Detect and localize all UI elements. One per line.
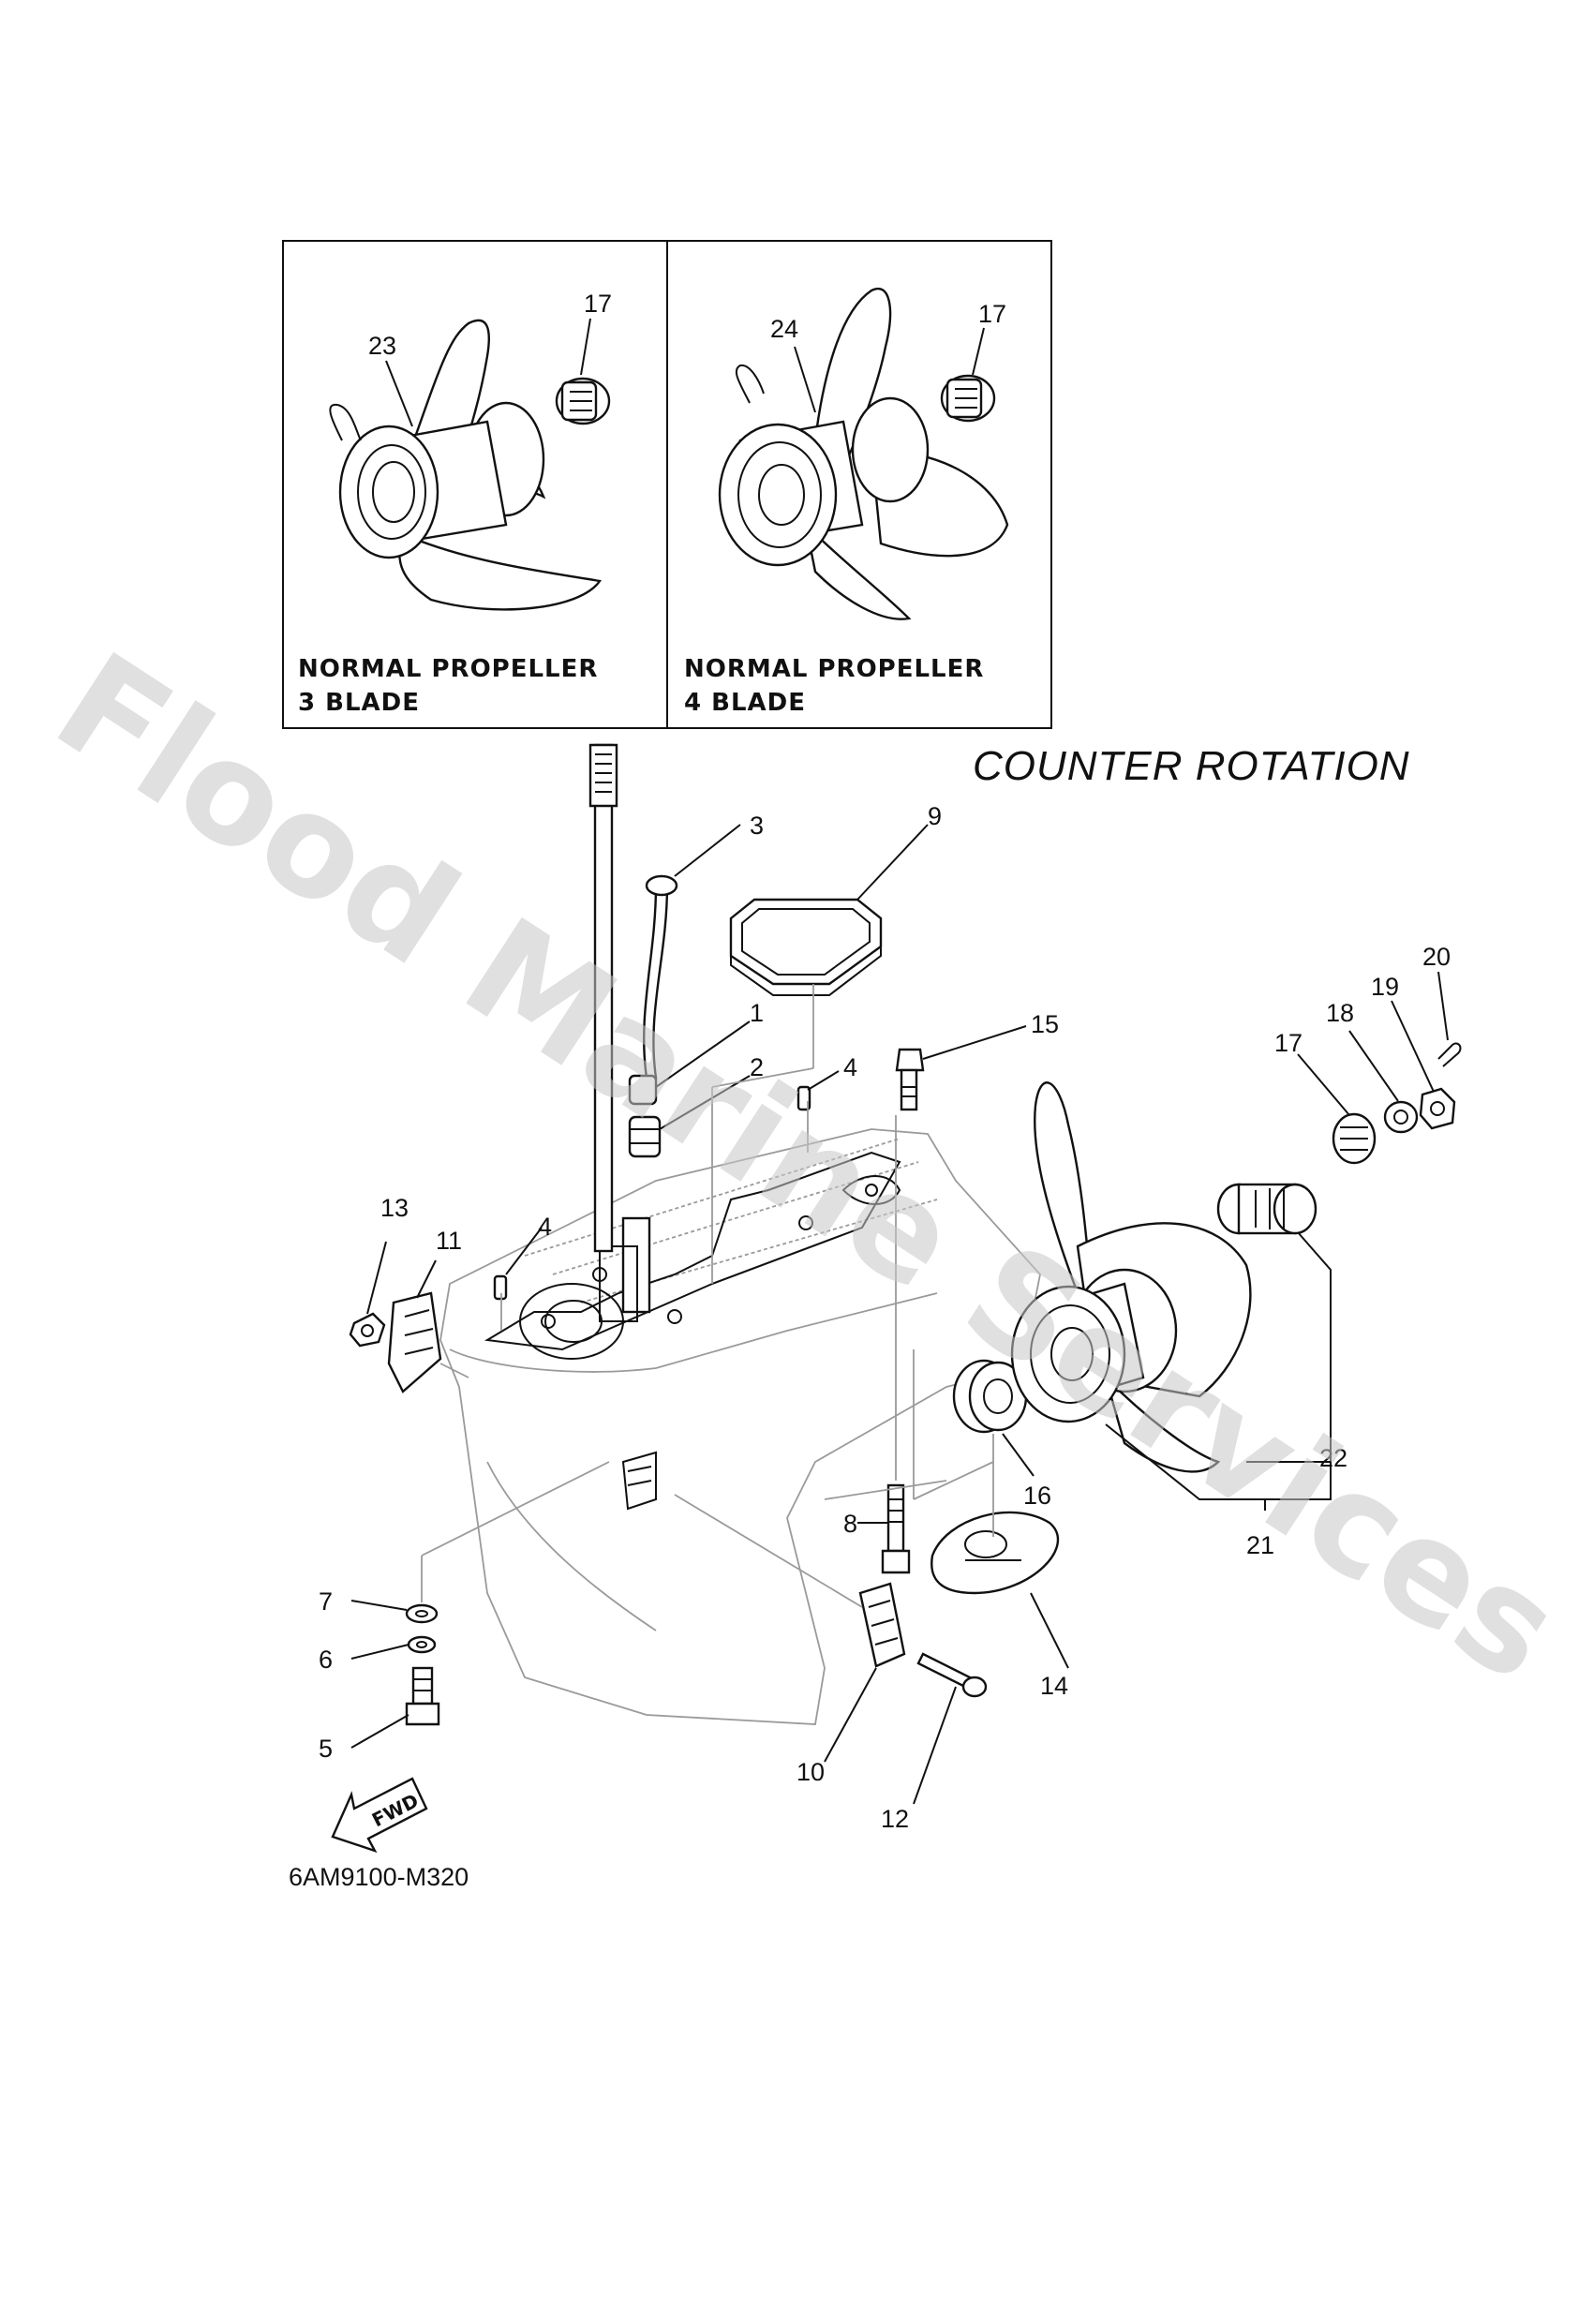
callout-17b: 17 [978,300,1006,328]
callout-9: 9 [928,802,942,830]
propeller-main-21 [1010,1081,1252,1473]
trim-tab-14 [930,1511,1060,1595]
spacer-22 [1216,1183,1317,1235]
propeller-3-blade-icon [329,319,603,611]
diagram-code: 6AM9100-M320 [289,1863,469,1891]
callout-3: 3 [750,812,764,840]
bolt-8 [881,1483,911,1574]
washer-18 [1383,1100,1419,1134]
callout-23: 23 [368,332,396,360]
bolt-15 [895,1048,925,1111]
callout-2: 2 [750,1053,764,1081]
callout-6: 6 [319,1646,333,1674]
screw-12 [916,1652,988,1698]
gasket-9 [729,898,883,996]
inset-caption-line2-b: 4 BLADE [684,689,806,717]
callout-15: 15 [1031,1010,1059,1038]
cotter-pin-20 [1437,1042,1462,1067]
seal-1 [628,1074,658,1106]
callout-7: 7 [319,1587,333,1616]
callout-10: 10 [796,1758,825,1786]
washer-6 [407,1635,437,1654]
leader-lines [350,824,1449,1805]
propeller-4-blade-icon [718,287,1009,620]
fwd-arrow-icon: FWD [331,1777,428,1854]
washer-7 [405,1603,439,1624]
thrust-seal-16 [952,1359,1028,1434]
callout-21: 21 [1246,1531,1274,1559]
inset-box-3-blade: 23 17 NORMAL PROPELLER 3 BLADE [282,240,668,729]
callout-4b: 4 [538,1213,552,1241]
dowel-pin-a [796,1085,811,1111]
dowel-pin-b [493,1274,508,1301]
callout-22: 22 [1319,1444,1347,1472]
callout-numbers: 3 9 1 2 4 15 4 13 11 7 6 5 8 10 12 14 16… [319,802,1451,1833]
bolt-5 [405,1666,440,1726]
callout-5: 5 [319,1735,333,1763]
diagram-title: COUNTER ROTATION [973,743,1410,789]
inset-caption-line1-b: NORMAL PROPELLER [684,655,984,683]
callout-11: 11 [436,1227,462,1255]
nut-13 [349,1312,386,1348]
callout-13: 13 [380,1194,409,1222]
callout-19: 19 [1371,973,1399,1001]
drive-shaft [588,743,618,1253]
grommet-2 [628,1115,662,1158]
callout-1: 1 [750,999,764,1027]
inset-caption-line1: NORMAL PROPELLER [298,655,598,683]
spline-washer-icon [555,377,611,425]
callout-17: 17 [1274,1029,1303,1057]
spline-washer-17 [1332,1112,1377,1165]
callout-14: 14 [1040,1672,1068,1700]
nut-19 [1419,1087,1456,1130]
callout-18: 18 [1326,999,1354,1027]
spline-washer-icon-2 [940,374,996,423]
callout-16: 16 [1023,1482,1051,1510]
callout-12: 12 [881,1805,909,1833]
inset-box-4-blade: 24 17 NORMAL PROPELLER 4 BLADE [666,240,1052,729]
inset-caption-line2: 3 BLADE [298,689,420,717]
anode-11 [387,1291,442,1393]
callout-17a: 17 [584,290,612,318]
callout-24: 24 [770,315,798,343]
anode-10 [858,1582,906,1668]
callout-20: 20 [1422,943,1451,971]
callout-4a: 4 [843,1053,857,1081]
callout-8: 8 [843,1510,857,1538]
